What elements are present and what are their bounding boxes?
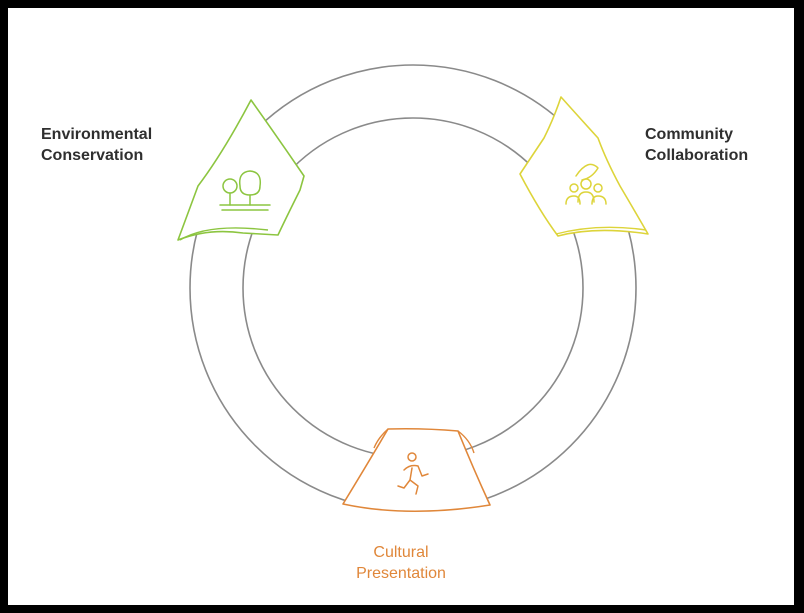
environmental-label: Environmental Conservation bbox=[41, 126, 153, 164]
trees-icon bbox=[219, 170, 271, 211]
community-label: Community Collaboration bbox=[645, 126, 749, 164]
cycle-diagram bbox=[177, 64, 649, 513]
people-group-icon bbox=[565, 163, 607, 205]
running-person-icon bbox=[397, 452, 429, 495]
environmental-arrow bbox=[177, 99, 305, 241]
cultural-label: Cultural Presentation bbox=[356, 544, 446, 582]
cultural-arrow bbox=[342, 427, 491, 513]
diagram-canvas: Environmental Conservation Community Col… bbox=[8, 8, 794, 605]
